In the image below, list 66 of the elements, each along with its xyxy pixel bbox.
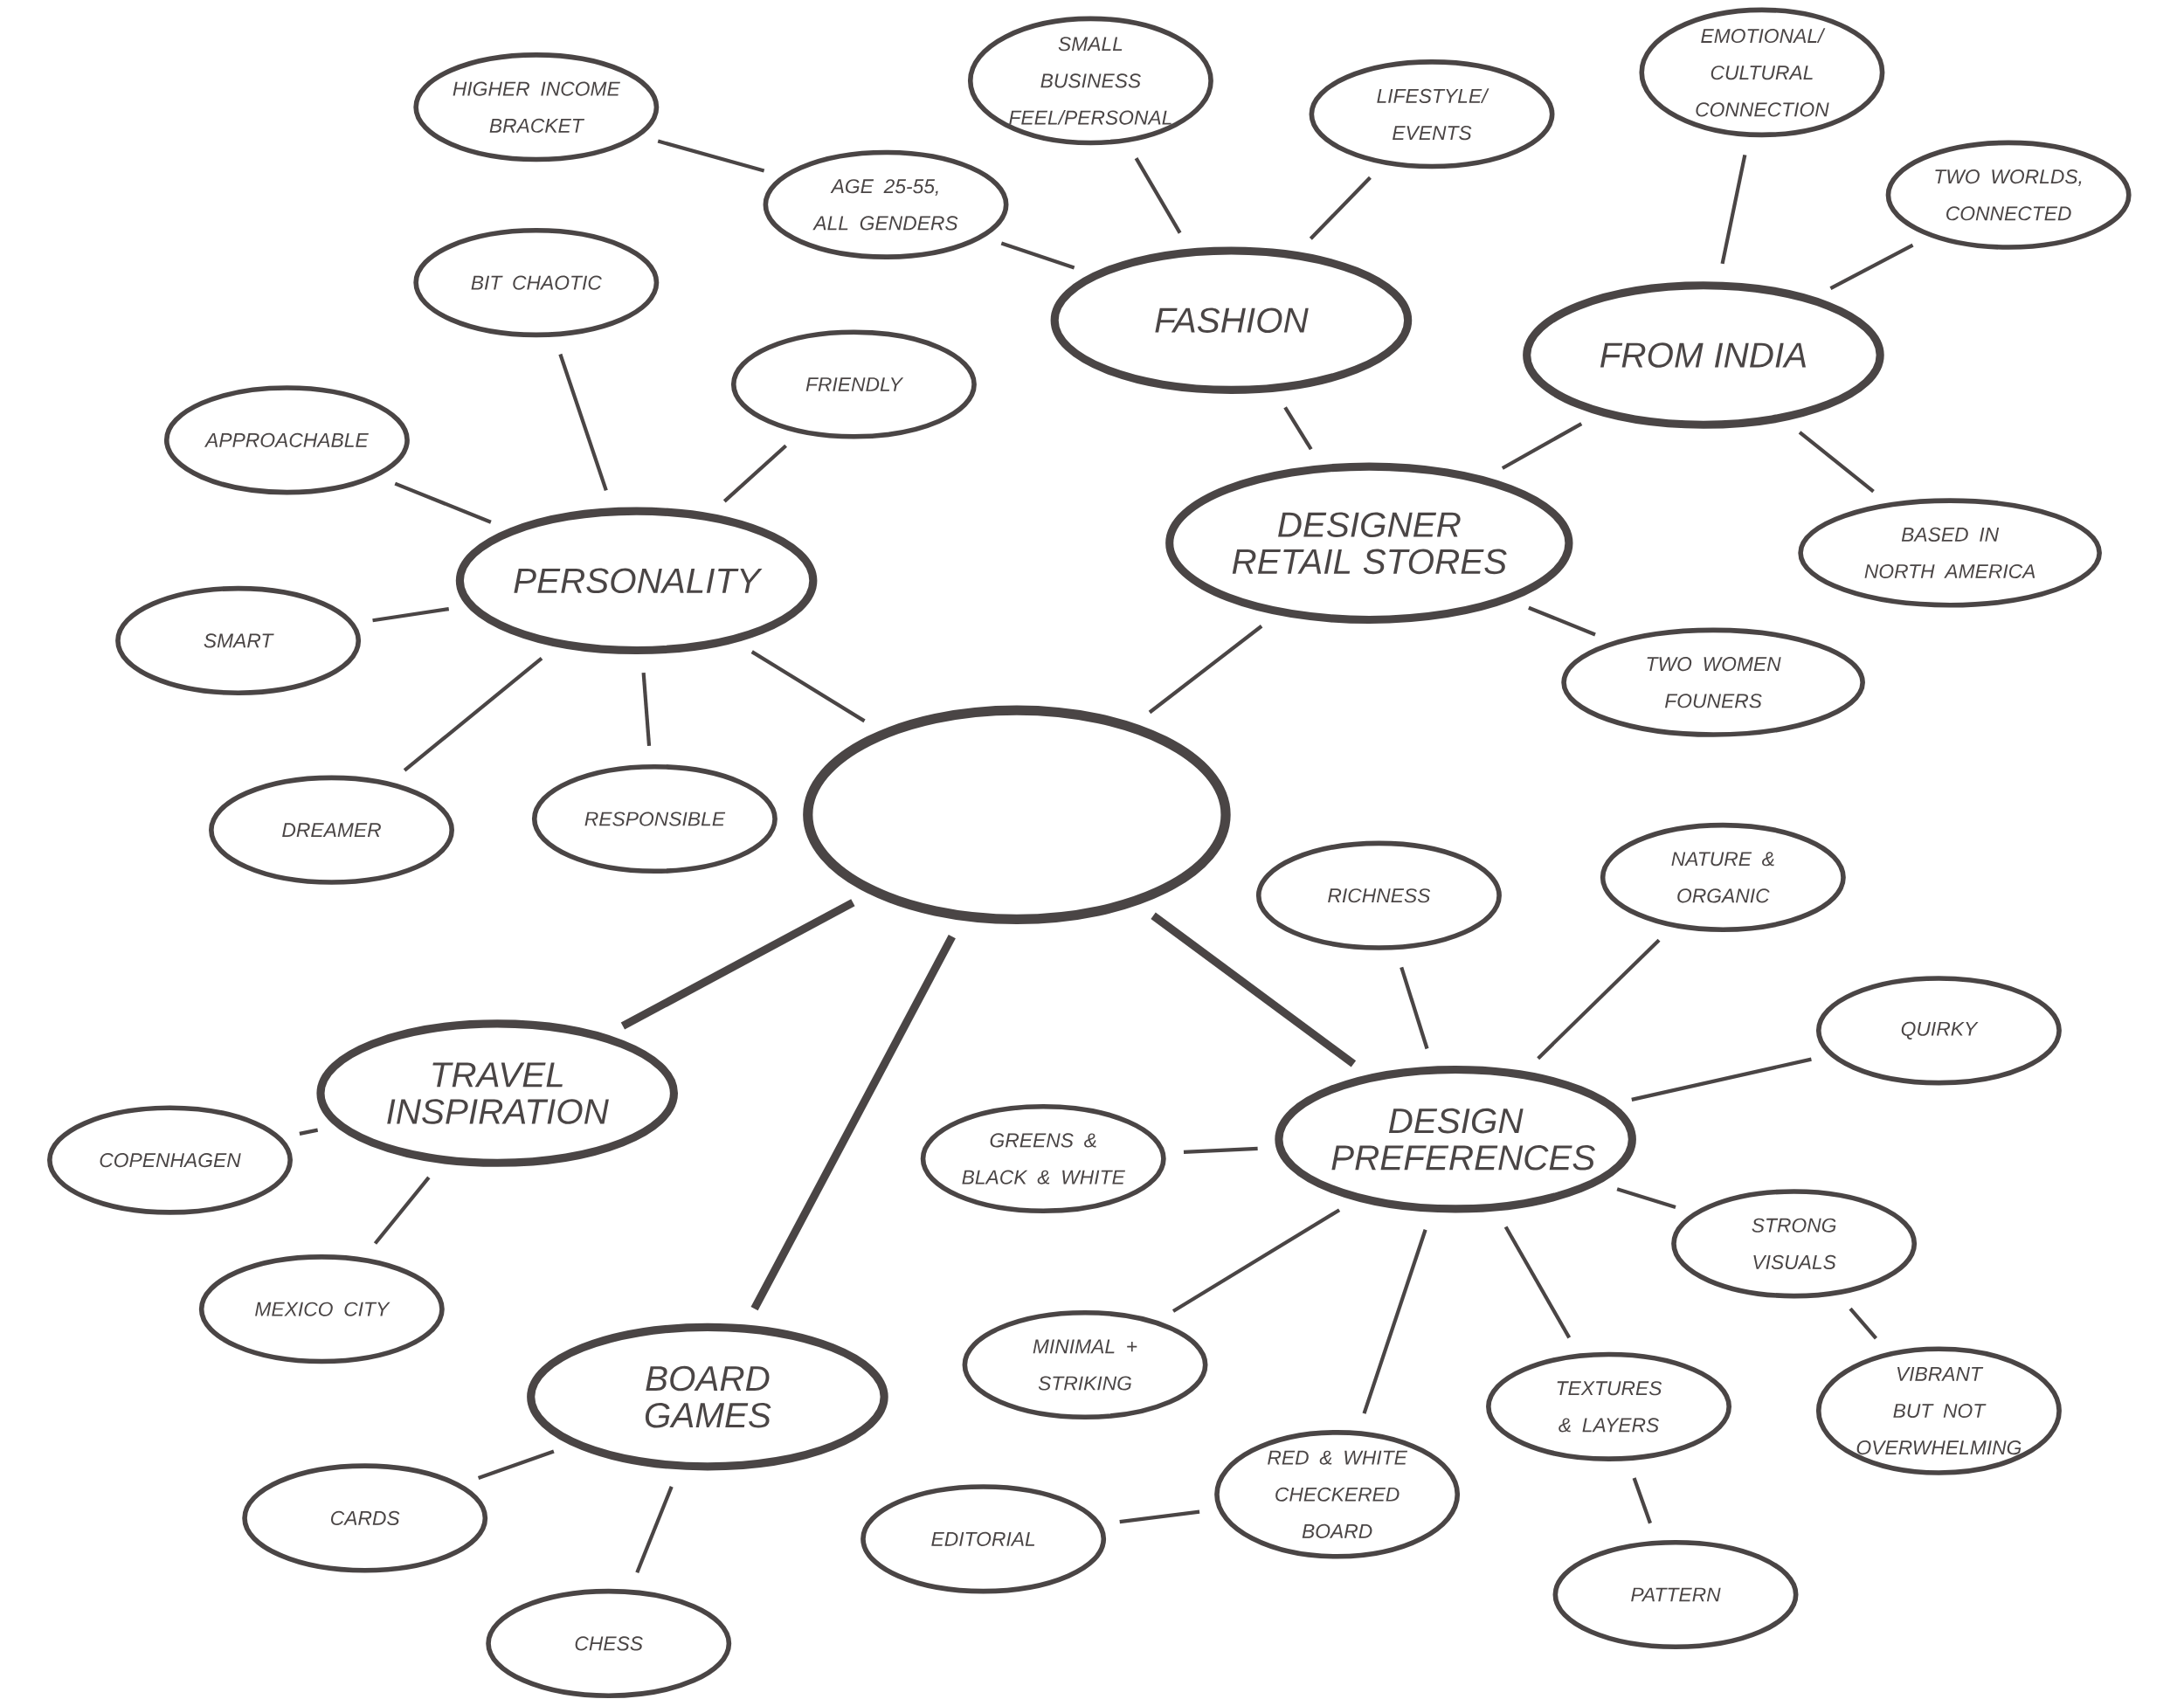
connector-line bbox=[394, 481, 492, 524]
connector-line bbox=[1501, 422, 1583, 470]
connector-line bbox=[1134, 157, 1182, 234]
idea-bubble: RICHNESS bbox=[1255, 840, 1502, 950]
idea-bubble: APPROACHABLE bbox=[163, 385, 410, 495]
idea-bubble: STRONG VISUALS bbox=[1671, 1189, 1918, 1299]
connector-line bbox=[1829, 243, 1914, 290]
idea-bubble: SMART bbox=[115, 585, 362, 695]
idea-bubble: FRIENDLY bbox=[730, 329, 977, 439]
connector-line bbox=[1503, 1226, 1572, 1339]
connector-line bbox=[1798, 431, 1875, 494]
idea-bubble: CARDS bbox=[242, 1463, 488, 1573]
idea-bubble: LIFESTYLE/ EVENTS bbox=[1309, 59, 1555, 169]
connector-line bbox=[1148, 625, 1263, 715]
connector-line bbox=[1283, 406, 1313, 451]
connector-line bbox=[750, 934, 956, 1311]
idea-bubble: DREAMER bbox=[209, 775, 454, 885]
connector-line bbox=[372, 607, 450, 623]
idea-bubble: HIGHER INCOME BRACKET bbox=[413, 52, 660, 162]
idea-bubble: VIBRANT BUT NOT OVERWHELMING bbox=[1815, 1346, 2062, 1475]
connector-line bbox=[1309, 176, 1372, 240]
connector-line bbox=[1528, 605, 1596, 637]
idea-bubble: TWO WOMEN FOUNERS bbox=[1561, 627, 1865, 737]
idea-bubble: SMALL BUSINESS FEEL/PERSONAL bbox=[967, 16, 1213, 146]
idea-bubble: QUIRKY bbox=[1815, 976, 2062, 1086]
idea-bubble: BASED IN NORTH AMERICA bbox=[1798, 498, 2102, 608]
idea-bubble: EDITORIAL bbox=[860, 1484, 1107, 1594]
connector-line bbox=[1720, 154, 1747, 265]
connector-line bbox=[722, 444, 788, 503]
ellipse-shape bbox=[803, 705, 1231, 924]
connector-line bbox=[1631, 1057, 1812, 1102]
connector-line bbox=[1537, 938, 1661, 1060]
connector-line bbox=[1362, 1229, 1427, 1414]
connector-line bbox=[1000, 241, 1075, 270]
connector-line bbox=[635, 1486, 674, 1573]
connector-line bbox=[750, 650, 866, 723]
connector-line bbox=[1400, 966, 1429, 1050]
connector-line bbox=[1849, 1307, 1878, 1340]
connector-line bbox=[299, 1128, 319, 1136]
idea-bubble: PATTERN bbox=[1552, 1539, 1799, 1650]
connector-line bbox=[1632, 1477, 1652, 1524]
idea-bubble: GREENS & BLACK & WHITE bbox=[920, 1103, 1166, 1214]
idea-bubble: EMOTIONAL/ CULTURAL CONNECTION bbox=[1639, 7, 1885, 138]
idea-bubble: RED & WHITE CHECKERED BOARD bbox=[1214, 1429, 1461, 1559]
connector-line bbox=[641, 672, 652, 746]
idea-bubble: AGE 25-55, ALL GENDERS bbox=[763, 149, 1009, 259]
idea-bubble: NATURE & ORGANIC bbox=[1600, 822, 1846, 932]
idea-bubble: COPENHAGEN bbox=[47, 1105, 293, 1215]
connector-line bbox=[1183, 1146, 1258, 1154]
connector-line bbox=[1119, 1509, 1200, 1524]
connector-line bbox=[657, 139, 765, 173]
connector-line bbox=[620, 899, 855, 1030]
connector-line bbox=[1171, 1208, 1341, 1313]
idea-bubble: RESPONSIBLE bbox=[531, 763, 778, 874]
idea-bubble: TEXTURES & LAYERS bbox=[1486, 1351, 1731, 1461]
idea-bubble: CHESS bbox=[486, 1588, 732, 1698]
connector-line bbox=[373, 1176, 431, 1245]
connector-line bbox=[403, 656, 543, 772]
connector-line bbox=[1151, 912, 1357, 1067]
idea-bubble: MINIMAL + STRIKING bbox=[962, 1309, 1208, 1420]
idea-bubble: MEXICO CITY bbox=[198, 1254, 445, 1364]
idea-bubble: BIT CHAOTIC bbox=[413, 227, 660, 338]
connector-line bbox=[1616, 1187, 1676, 1209]
connector-line bbox=[477, 1449, 555, 1480]
connector-line bbox=[558, 353, 608, 491]
idea-bubble: TWO WORLDS, CONNECTED bbox=[1885, 140, 2132, 250]
